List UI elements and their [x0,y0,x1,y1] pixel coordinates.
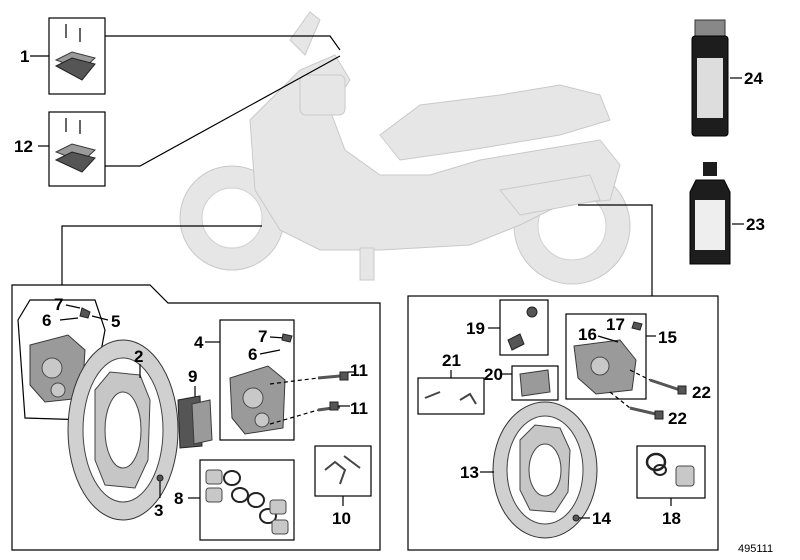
scooter-illustration [179,11,631,285]
part-12-pad-icon [54,118,97,173]
callout-16: 16 [578,325,597,344]
callout-20: 20 [484,365,503,384]
part-11-bolt-lower [317,401,341,412]
callout-4: 4 [194,333,204,352]
part-22-bolt-upper [649,378,687,395]
part-14-bolt [572,514,580,522]
diagram-id: 495111 [738,543,773,555]
part-21-pin-set [424,391,477,405]
callout-23: 23 [746,215,765,234]
callout-2: 2 [134,347,143,366]
part-19-bleed-valve [507,306,538,351]
rear-brake-group: 19 21 20 15 17 16 [407,204,719,551]
part-23-brake-fluid-bottle [689,162,731,265]
callout-6b: 6 [248,345,257,364]
callout-12: 12 [14,137,33,156]
part-5-caliper-icon [29,307,91,403]
callout-7a: 7 [54,295,63,314]
part-3-bolt [156,474,164,482]
part-10-bleed-kit [324,455,361,485]
part-2-brake-disc [67,339,179,521]
callout-17: 17 [606,315,625,334]
part-1-pad-icon [54,24,97,81]
callout-3: 3 [154,501,163,520]
box-part-12 [48,111,106,187]
callout-22b: 22 [668,409,687,428]
front-brake-group: 7 6 5 2 3 9 4 7 6 [11,225,381,551]
callout-5: 5 [111,312,120,331]
part-11-bolt-upper [317,371,349,381]
part-13-brake-disc [492,401,598,539]
part-15-caliper-icon [573,339,637,395]
callout-1: 1 [20,47,29,66]
part-9-brake-pads [177,395,213,449]
part-8-piston-seals [205,469,289,535]
callout-19: 19 [466,319,485,338]
callout-13: 13 [460,463,479,482]
callout-11b: 11 [350,399,368,418]
part-22-bolt-lower [629,406,664,420]
callout-21: 21 [442,351,461,370]
callout-9: 9 [188,367,197,386]
part-4-caliper-icon [229,333,293,435]
callout-24: 24 [744,69,763,88]
callout-14: 14 [592,509,611,528]
callout-15: 15 [658,328,677,347]
callout-18: 18 [662,509,681,528]
callout-8: 8 [174,489,183,508]
callout-11a: 11 [350,361,368,380]
callout-22a: 22 [692,383,711,402]
callout-7b: 7 [258,327,267,346]
callout-6a: 6 [42,311,51,330]
part-20-brake-pads [519,369,551,397]
callout-10: 10 [332,509,351,528]
part-24-spray-can [691,19,729,137]
part-18-piston-kit [645,452,695,487]
